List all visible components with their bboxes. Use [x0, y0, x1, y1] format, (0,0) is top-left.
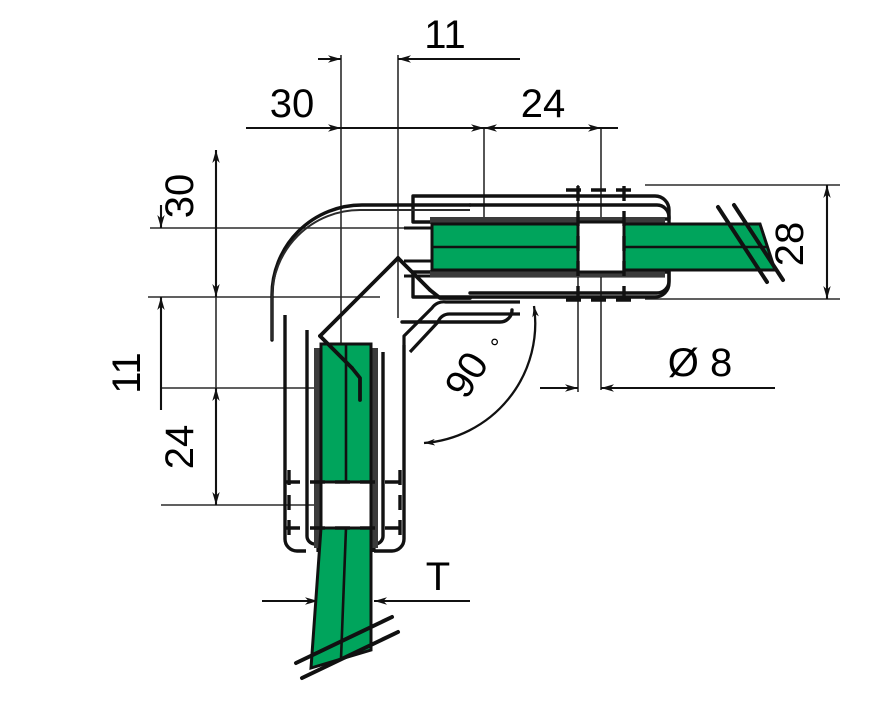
bolt-hole-vertical: [285, 470, 404, 540]
glass-panel-vertical: [309, 342, 373, 671]
break-line-right: [716, 203, 785, 284]
dimension-left-24: 24: [158, 388, 220, 505]
corner-junction-block: [318, 256, 472, 402]
dimension-thickness-t: T: [262, 555, 470, 605]
dimension-top-24: 24: [341, 82, 618, 132]
corner-angle-leader-outline: [402, 300, 520, 354]
dim-left-24-label: 24: [158, 425, 202, 470]
dim-top-24-label: 24: [521, 82, 566, 126]
bolt-hole-horizontal: [566, 186, 636, 305]
dimension-right-28: 28: [768, 185, 831, 299]
dimension-left-11: 11: [105, 297, 165, 410]
horizontal-clamp-gaskets: [430, 217, 665, 277]
dimension-top-30: 30: [246, 82, 341, 132]
dimension-left-30: 30: [157, 150, 220, 297]
dim-right-28-label: 28: [768, 222, 812, 267]
dimension-top-11: 11: [318, 13, 520, 63]
corner-inner-arc: [271, 209, 470, 340]
dim-top-11-label: 11: [424, 13, 466, 57]
dim-thickness-t-label: T: [426, 555, 450, 599]
dim-left-11-label: 11: [105, 352, 149, 394]
dim-left-30-label: 30: [158, 174, 202, 219]
break-line-bottom: [294, 615, 400, 680]
dim-diameter-8-label: Ø 8: [668, 341, 732, 385]
dimension-diameter-8: Ø 8: [540, 341, 775, 392]
dim-top-30-label: 30: [270, 82, 315, 126]
vertical-clamp-gaskets: [314, 348, 378, 548]
